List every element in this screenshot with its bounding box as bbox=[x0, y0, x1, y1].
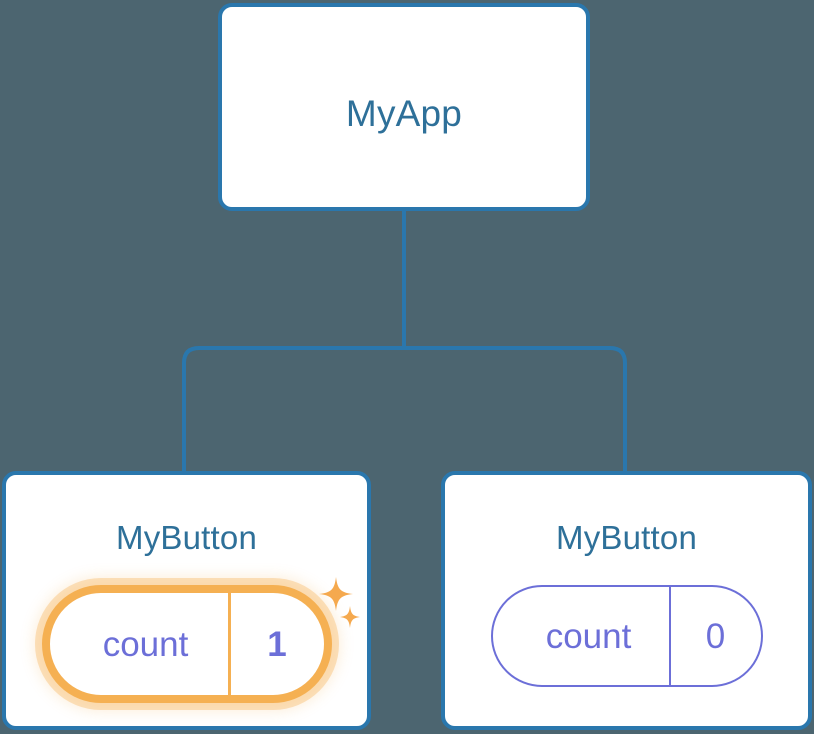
state-pill-right-key: count bbox=[545, 616, 632, 656]
node-myapp-title: MyApp bbox=[345, 93, 463, 134]
node-mybutton-left-title: MyButton bbox=[116, 519, 257, 556]
node-myapp[interactable]: MyApp bbox=[218, 3, 590, 211]
node-mybutton-right[interactable]: MyButton count 0 bbox=[441, 471, 812, 730]
state-pill-left[interactable]: count 1 bbox=[41, 585, 332, 703]
node-mybutton-right-title: MyButton bbox=[556, 519, 697, 556]
connector-branch-left bbox=[182, 346, 404, 473]
sparkle-small-icon bbox=[339, 606, 360, 628]
state-pill-right[interactable]: count 0 bbox=[490, 585, 763, 687]
state-pill-left-key: count bbox=[102, 624, 189, 664]
state-pill-left-value: 1 bbox=[227, 593, 324, 695]
node-mybutton-left[interactable]: MyButton count 1 bbox=[2, 471, 371, 730]
state-pill-right-value: 0 bbox=[668, 587, 761, 685]
state-pill-right-wrap: count 0 bbox=[445, 585, 808, 687]
state-pill-left-wrap: count 1 bbox=[6, 577, 367, 703]
connector-branch-right bbox=[404, 346, 627, 473]
sparkle-large-icon bbox=[318, 577, 353, 611]
